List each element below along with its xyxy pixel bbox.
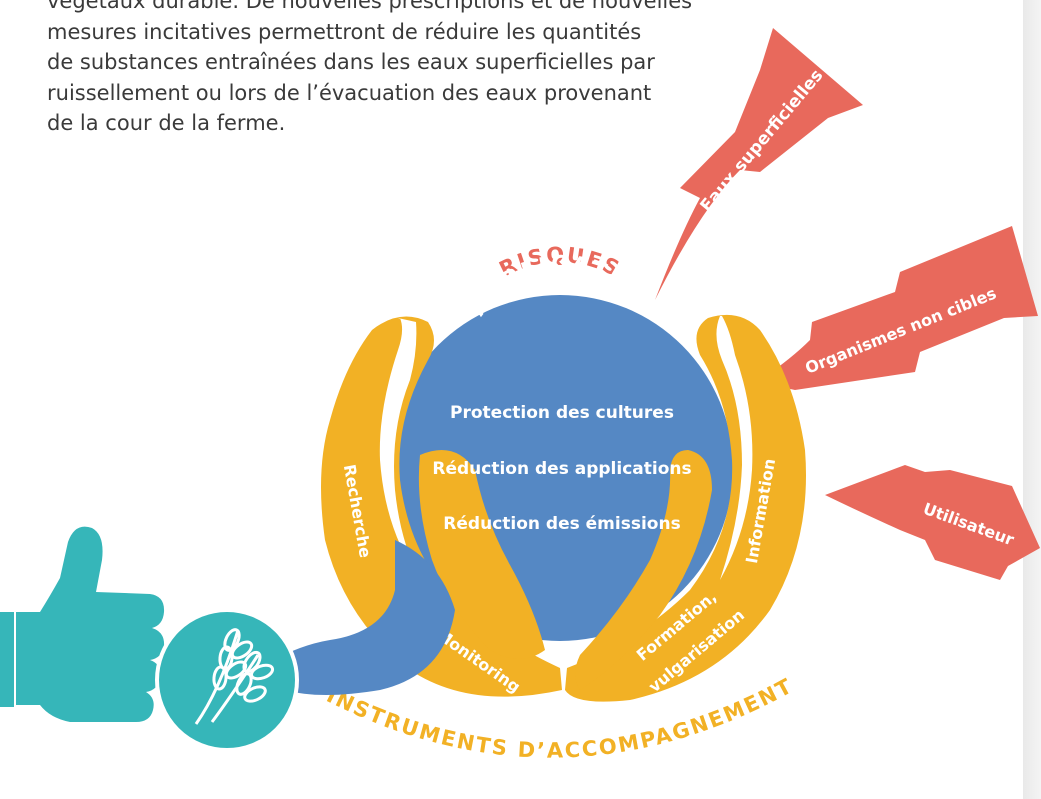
wheat-icon [155,608,299,752]
application-ribbon [270,540,455,695]
intro-paragraph: végétaux durable. De nouvelles prescript… [47,0,747,139]
right-hand [565,314,806,702]
intro-line: ruissellement ou lors de l’évacuation de… [47,80,652,105]
intro-line: mesures incitatives permettront de rédui… [47,19,642,44]
intro-line: de substances entraînées dans les eaux s… [47,50,655,74]
left-hand [321,316,562,697]
application-item-reduction-emissions: Réduction des émissions [443,514,680,534]
risk-arrow-eaux-superficielles: Eaux superficielles [655,28,863,300]
thumbs-up-icon [0,526,165,722]
risk-arrow-utilisateur: Utilisateur [825,465,1040,580]
application-item-protection: Protection des cultures [450,403,674,423]
risk-arrow-organismes-non-cibles: Organismes non cibles [757,226,1038,390]
page-edge-strip [1023,0,1041,799]
application-item-reduction-applications: Réduction des applications [432,459,691,479]
intro-line: végétaux durable. De nouvelles prescript… [47,0,693,13]
intro-line: de la cour de la ferme. [47,111,286,135]
